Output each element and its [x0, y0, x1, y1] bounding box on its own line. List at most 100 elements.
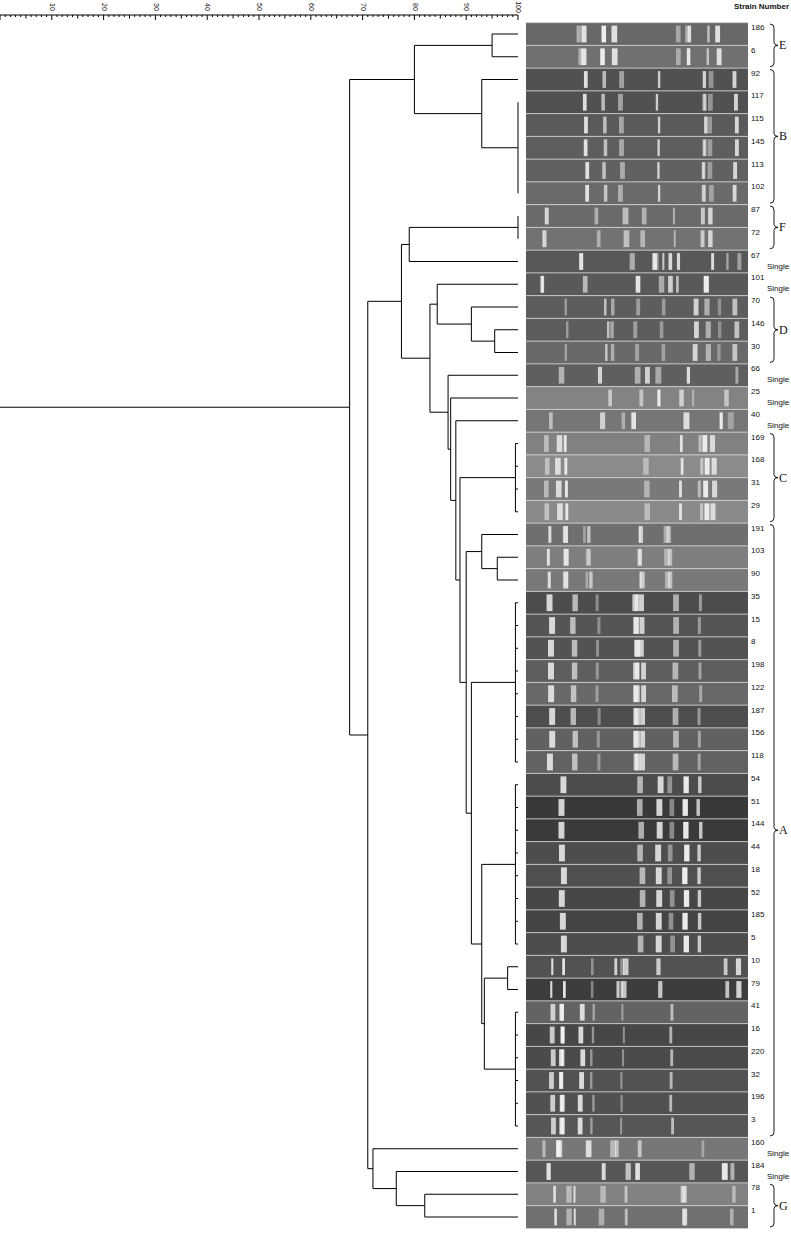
gel-band: [656, 958, 660, 975]
gel-band: [579, 253, 583, 270]
gel-band: [640, 572, 645, 589]
scale-tick: [98, 15, 99, 17]
gel-band: [703, 481, 708, 498]
gel-band: [694, 299, 699, 316]
gel-lane: [526, 1206, 748, 1229]
gel-band: [672, 685, 678, 702]
gel-band: [559, 1072, 562, 1089]
gel-band: [706, 344, 711, 361]
gel-band: [580, 1049, 585, 1066]
gel-band: [558, 822, 564, 839]
gel-lane: [526, 910, 748, 933]
lane-separator: [526, 477, 748, 478]
gel-band: [644, 481, 650, 498]
gel-band: [589, 572, 592, 589]
gel-band: [634, 685, 640, 702]
gel-band: [668, 276, 673, 293]
scale-tick: [202, 15, 203, 17]
lane-separator: [526, 68, 748, 69]
gel-band: [618, 185, 623, 202]
strain-number: 44: [751, 842, 760, 852]
strain-number: 10: [751, 956, 760, 966]
gel-band: [603, 117, 607, 134]
gel-band: [634, 754, 639, 771]
gel-band: [619, 71, 624, 88]
tree-branch: [460, 477, 515, 478]
gel-band: [717, 344, 720, 361]
scale-tick: [372, 15, 373, 17]
gel-band: [681, 458, 684, 475]
scale-label: 60: [306, 3, 316, 11]
gel-band: [698, 936, 701, 953]
gel-lane: [526, 796, 748, 819]
gel-band: [679, 390, 684, 407]
gel-band: [640, 867, 646, 884]
gel-band: [683, 412, 689, 429]
gel-lane: [526, 205, 748, 228]
gel-band: [679, 503, 682, 520]
gel-band: [698, 663, 701, 680]
gel-band: [600, 1186, 606, 1203]
strain-number: 187: [751, 706, 764, 716]
gel-band: [598, 367, 602, 384]
scale-tick: [243, 15, 244, 17]
gel-band: [684, 845, 689, 862]
tree-branch: [448, 375, 518, 376]
gel-lane: [526, 864, 748, 887]
scale-tick: [248, 15, 249, 17]
lane-separator: [526, 1023, 748, 1024]
gel-lane: [526, 23, 748, 46]
gel-band: [734, 94, 738, 111]
gel-band: [602, 1163, 606, 1180]
gel-band: [635, 367, 641, 384]
gel-lane: [526, 500, 748, 523]
gel-band: [702, 162, 705, 179]
scale-tick: [310, 15, 311, 20]
gel-band: [592, 1027, 594, 1044]
lane-separator: [526, 614, 748, 615]
tree-branch: [484, 1069, 515, 1070]
group-bracket: [770, 297, 778, 363]
lane-separator: [526, 22, 748, 23]
gel-band: [591, 981, 594, 998]
gel-band: [703, 71, 706, 88]
gel-band: [630, 253, 635, 270]
group-letter: C: [779, 471, 787, 485]
gel-band: [733, 185, 737, 202]
scale-tick: [36, 15, 37, 17]
gel-band: [564, 572, 568, 589]
gel-band: [724, 390, 728, 407]
gel-band: [611, 344, 615, 361]
tree-branch: [396, 1205, 424, 1206]
gel-band: [584, 139, 588, 156]
gel-band: [583, 276, 588, 293]
gel-band: [699, 594, 702, 611]
gel-band: [634, 617, 639, 634]
scale-tick: [165, 15, 166, 17]
gel-band: [705, 117, 708, 134]
gel-band: [640, 617, 645, 634]
lane-separator: [526, 318, 748, 319]
lane-separator: [526, 1069, 748, 1070]
tree-branch: [396, 1171, 518, 1172]
gel-band: [619, 117, 624, 134]
strain-number: 122: [751, 683, 764, 693]
gel-band: [687, 367, 690, 384]
gel-band: [565, 481, 568, 498]
scale-tick: [419, 15, 420, 17]
gel-band: [662, 299, 666, 316]
gel-band: [670, 936, 675, 953]
scale-tick: [119, 15, 120, 17]
lane-separator: [526, 454, 748, 455]
gel-lane: [526, 45, 748, 68]
scale-tick: [82, 15, 83, 17]
gel-band: [735, 367, 738, 384]
scale-tick: [295, 15, 296, 17]
gel-band: [595, 208, 599, 225]
gel-band: [704, 117, 707, 134]
gel-lane: [526, 364, 748, 387]
gel-band: [635, 344, 639, 361]
gel-band: [656, 913, 662, 930]
tree-branch: [482, 79, 518, 80]
gel-band: [662, 344, 666, 361]
